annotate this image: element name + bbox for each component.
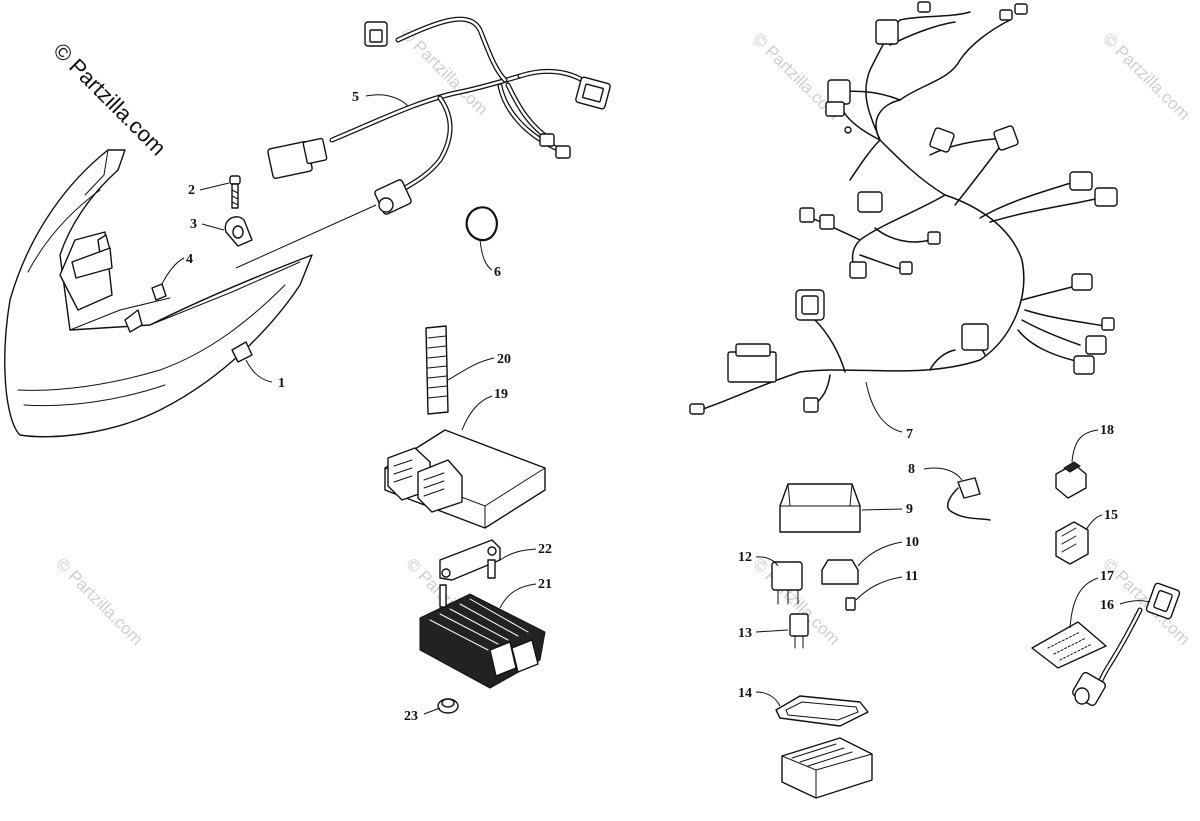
snap-ring: 6 (465, 206, 501, 280)
callout-15: 15 (1104, 508, 1118, 523)
callout-19: 19 (494, 387, 508, 402)
callout-9: 9 (906, 502, 913, 517)
callout-18: 18 (1100, 423, 1114, 438)
callout-14: 14 (738, 686, 752, 701)
bracket: 22 (439, 539, 552, 581)
callout-20: 20 (497, 352, 511, 367)
relay-cover: 10 (821, 535, 919, 585)
fuse: 11 (845, 569, 918, 611)
callout-13: 13 (738, 626, 752, 641)
clip-nut: 4 (151, 252, 193, 301)
watermark-faint: © Partzilla.com (1099, 29, 1193, 123)
clamp: 3 (190, 216, 253, 247)
relay: 12 (738, 550, 803, 605)
watermark-faint: © Partzilla.com (52, 554, 146, 648)
voltage-regulator: 21 (419, 577, 552, 689)
flange-nut: 23 (404, 698, 459, 724)
fuse-block: 14 (738, 686, 873, 799)
jumper-wire: 8 (908, 462, 991, 521)
callout-23: 23 (404, 709, 418, 724)
callout-10: 10 (905, 535, 919, 550)
callout-5: 5 (352, 90, 359, 105)
callout-6: 6 (494, 265, 501, 280)
callout-11: 11 (905, 569, 918, 584)
adapter-harness: 16 (1072, 582, 1181, 706)
fuse-box: 9 (779, 483, 913, 533)
callout-17: 17 (1100, 569, 1114, 584)
headlight-harness: 5 (267, 16, 611, 215)
callout-7: 7 (906, 427, 913, 442)
strap: 20 (425, 325, 511, 415)
callout-12: 12 (738, 550, 752, 565)
callout-16: 16 (1100, 598, 1114, 613)
callout-4: 4 (186, 252, 193, 267)
main-wiring-harness: 7 (689, 1, 1118, 442)
connector-housing: 15 (1055, 508, 1118, 565)
decal: 17 (1031, 569, 1114, 669)
callout-22: 22 (538, 542, 552, 557)
callout-3: 3 (190, 217, 197, 232)
connector-plug: 18 (1055, 423, 1114, 499)
mini-relay: 13 (738, 613, 809, 649)
callout-21: 21 (538, 577, 552, 592)
screw: 2 (188, 175, 241, 209)
callout-8: 8 (908, 462, 915, 477)
headlight-assembly: 1 (4, 149, 313, 438)
watermark-main: © Partzilla.com (48, 38, 171, 161)
ecu-module: 19 (384, 387, 546, 529)
callout-1: 1 (278, 376, 285, 391)
callout-2: 2 (188, 183, 195, 198)
